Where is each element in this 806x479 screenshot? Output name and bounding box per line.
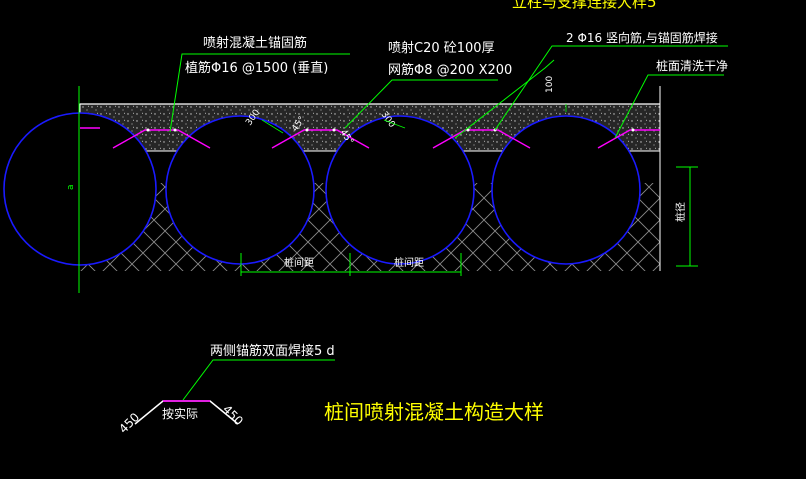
- pile-spacing-label-1: 桩间距: [284, 256, 314, 269]
- pile-spacing-label-2: 桩间距: [394, 256, 424, 269]
- callout-anchor-title: 喷射混凝土锚固筋: [203, 35, 307, 51]
- pile-diameter-label: 桩径: [674, 202, 687, 222]
- callout-shotcrete: 喷射C20 砼100厚: [388, 40, 495, 56]
- detail-as-actual: 按实际: [162, 406, 198, 421]
- left-dim-label: a: [66, 184, 76, 190]
- callout-mesh: 网筋Φ8 @200 X200: [388, 62, 512, 78]
- pile-left-partial: [3, 112, 157, 266]
- callout-anchor-spec: 植筋Φ16 @1500 (垂直): [185, 60, 328, 76]
- pile-3: [491, 115, 641, 265]
- callout-pile-face: 桩面清洗干净: [656, 58, 728, 73]
- weld-note: 两侧锚筋双面焊接5 d: [210, 343, 335, 359]
- weld-note-leader: [182, 359, 335, 401]
- detail-dim-right: 450: [220, 402, 246, 428]
- pile-1: [165, 115, 315, 265]
- top-title-cut: 立柱与支撑连接大样5: [512, 0, 657, 11]
- pile-diameter-dimension: [676, 166, 698, 267]
- pile-2: [325, 115, 475, 265]
- detail-dim-left: 450: [116, 410, 142, 436]
- callout-vertical-bars: 2 Φ16 竖向筋,与锚固筋焊接: [566, 30, 718, 45]
- pile-spacing-dimension: [240, 253, 462, 276]
- pile-group: [3, 112, 641, 266]
- leader-lines: [169, 45, 728, 139]
- dim-thickness: 100: [545, 76, 555, 93]
- weld-detail-bar: [134, 400, 239, 425]
- rebar-anchors: [80, 127, 660, 149]
- vertical-bar-dots: [146, 128, 635, 132]
- main-title: 桩间喷射混凝土构造大样: [324, 400, 544, 424]
